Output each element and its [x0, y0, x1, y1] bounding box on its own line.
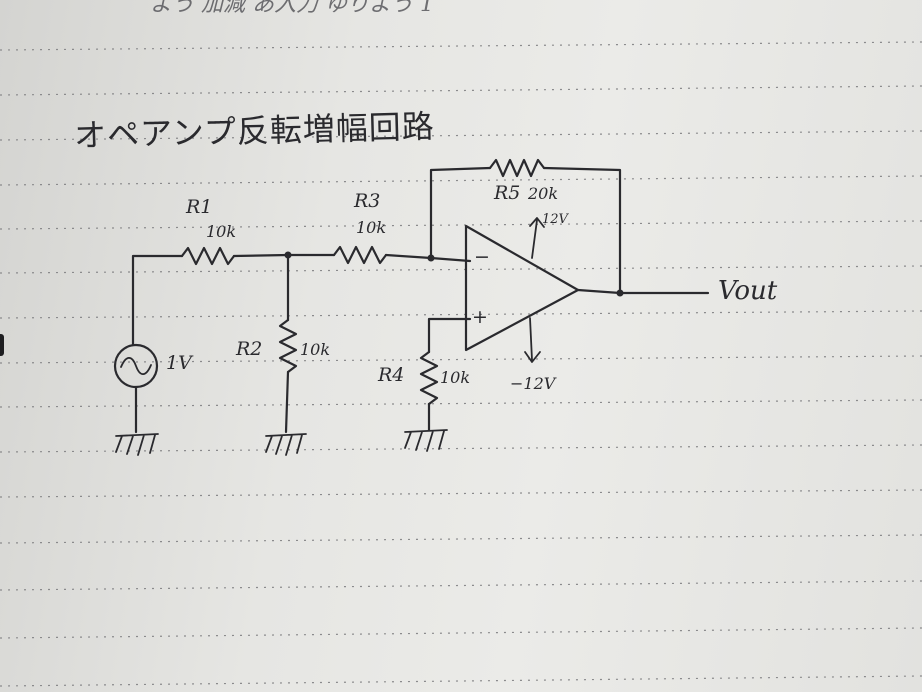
- r5-label: R5: [494, 182, 521, 204]
- junction-node-output: [616, 289, 624, 297]
- binding-edge-mark: [0, 334, 4, 356]
- wire-r1-node: [232, 253, 290, 258]
- r4-value: 10k: [440, 368, 471, 387]
- source-value: 1V: [166, 352, 192, 374]
- ground-icon-r2: [265, 433, 307, 456]
- wire-output: [576, 288, 710, 295]
- wire-noninverting-r4: [427, 317, 472, 354]
- resistor-r4-symbol: [419, 350, 439, 406]
- resistor-r1-symbol: [180, 246, 236, 266]
- ground-icon-source: [115, 433, 159, 456]
- supply-positive-lead: [531, 219, 538, 259]
- r5-value: 20k: [528, 184, 559, 203]
- ground-icon-r4: [404, 429, 448, 452]
- r2-label: R2: [236, 338, 263, 360]
- opamp-noninverting-sign: +: [472, 306, 488, 328]
- sine-wave-icon: [120, 356, 152, 376]
- supply-negative-arrow-icon: [524, 351, 541, 363]
- resistor-r5-symbol: [488, 158, 546, 178]
- opamp-inverting-sign: −: [474, 246, 490, 268]
- resistor-r2-symbol: [278, 318, 298, 374]
- supply-positive-arrow-icon: [529, 217, 545, 228]
- supply-positive-label: 12V: [542, 212, 568, 227]
- top-scrawl-text: よう 加減 あ入力 ゆりよう 1: [150, 0, 434, 17]
- resistor-r3-symbol: [332, 245, 388, 265]
- r2-value: 10k: [300, 340, 331, 359]
- wire-feedback-right: [542, 166, 622, 295]
- wire-feedback-left: [429, 166, 492, 260]
- r4-label: R4: [378, 364, 405, 386]
- r3-label: R3: [354, 190, 381, 212]
- r1-value: 10k: [206, 222, 237, 241]
- wire-source-r1: [131, 254, 184, 347]
- opamp-symbol: [464, 224, 580, 352]
- page-title: オペアンプ反転増幅回路: [73, 107, 436, 155]
- supply-negative-label: −12V: [510, 374, 556, 393]
- wire-r2-ground: [284, 370, 290, 434]
- r1-label: R1: [186, 196, 213, 218]
- output-label: Vout: [718, 276, 778, 306]
- supply-negative-lead: [529, 317, 533, 361]
- r3-value: 10k: [356, 218, 387, 237]
- ruled-lines: [0, 41, 922, 687]
